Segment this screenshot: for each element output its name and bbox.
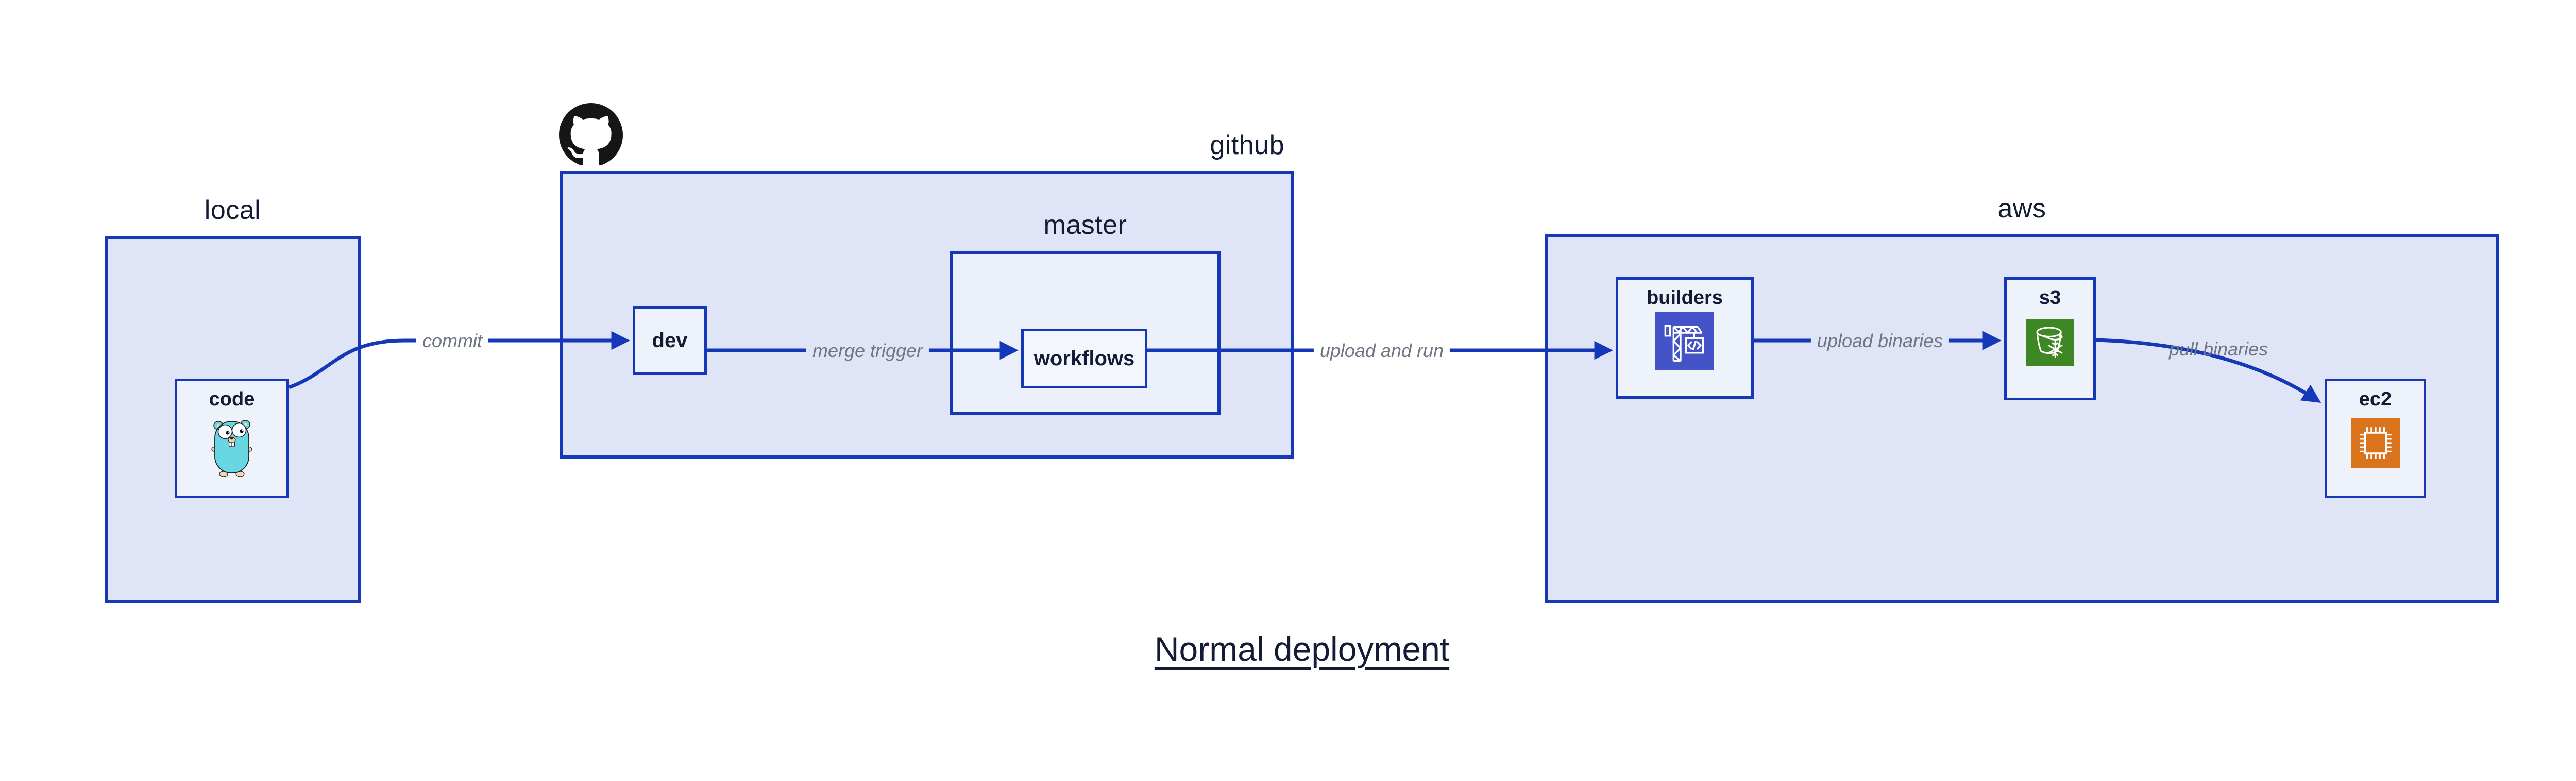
github-container-label: github (1210, 130, 1284, 160)
local-container-label: local (204, 195, 261, 225)
upload-and-run-edge-label: upload and run (1313, 340, 1450, 362)
codebuild-crane-icon (1655, 312, 1714, 370)
s3-glacier-bucket-icon (2026, 319, 2074, 366)
gopher-icon (211, 420, 252, 477)
dev-node-label: dev (652, 329, 688, 352)
builders-node: builders (1616, 277, 1754, 399)
upload-binaries-edge-label: upload binaries (1810, 330, 1950, 352)
ec2-chip-icon (2350, 418, 2400, 468)
workflows-node: workflows (1021, 329, 1147, 388)
merge-trigger-edge-label: merge trigger (806, 340, 929, 362)
builders-node-label: builders (1647, 287, 1723, 309)
workflows-node-label: workflows (1033, 347, 1135, 370)
aws-container-label: aws (1997, 194, 2046, 224)
diagram-title: Normal deployment (1154, 630, 1450, 668)
code-node-label: code (209, 388, 255, 410)
pull-binaries-edge-label: pull binaries (2168, 338, 2268, 360)
github-octocat-icon (559, 103, 623, 165)
s3-node: s3 (2004, 277, 2096, 400)
commit-edge-label: commit (416, 330, 488, 352)
s3-node-label: s3 (2039, 287, 2061, 309)
dev-branch-node: dev (633, 306, 707, 375)
ec2-node-label: ec2 (2359, 388, 2392, 410)
ec2-node: ec2 (2325, 379, 2426, 498)
code-node: code (175, 379, 289, 498)
master-container-label: master (1043, 210, 1127, 240)
